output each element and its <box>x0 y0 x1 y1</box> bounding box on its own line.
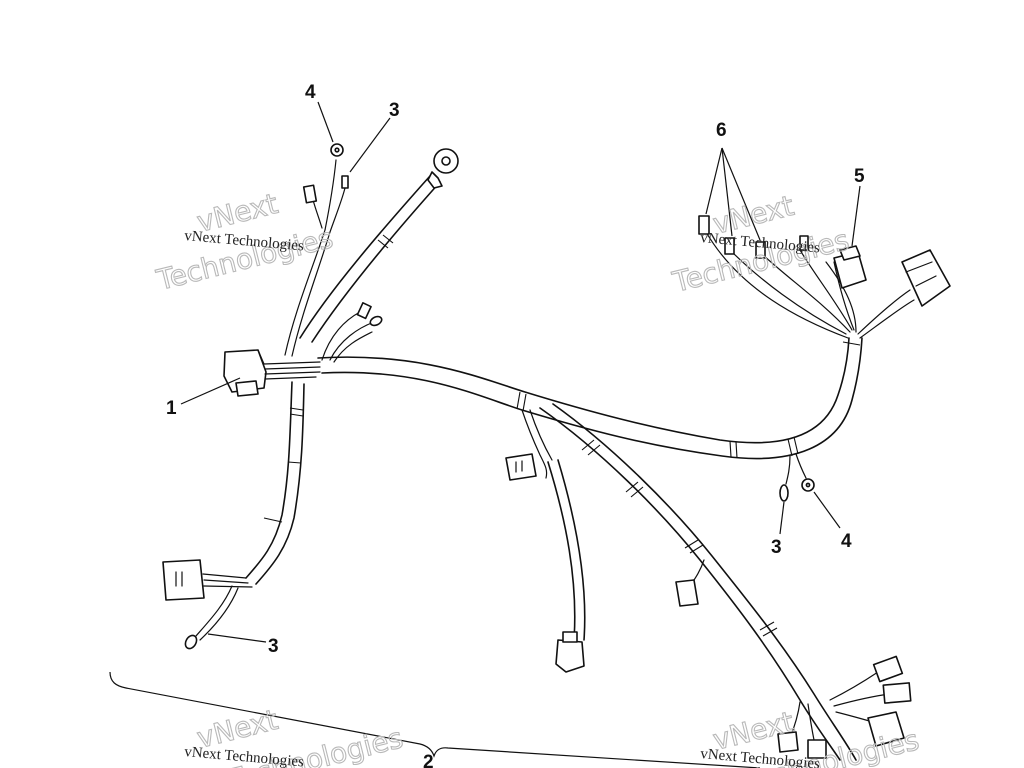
callout-4-right: 4 <box>841 531 852 552</box>
lower-right-branch <box>539 403 912 761</box>
callout-4-top: 4 <box>305 82 316 103</box>
callout-5: 5 <box>854 166 865 187</box>
callout-1: 1 <box>166 398 177 419</box>
callout-3-lower-left: 3 <box>268 636 279 657</box>
right-drop-wires <box>779 453 815 502</box>
lower-left-branch <box>162 381 305 650</box>
watermark-upper-right: vNext Technologies vNext Technologies <box>668 188 853 299</box>
bracket-2 <box>109 671 761 768</box>
callout-6: 6 <box>716 120 727 141</box>
middle-branches <box>505 409 586 673</box>
connector-1 <box>223 349 321 397</box>
callout-labels: 1 4 3 3 6 5 3 4 2 <box>166 82 865 768</box>
leader-lines <box>180 101 861 643</box>
callout-3-top: 3 <box>389 100 400 121</box>
watermark-upper-left: vNext Technologies vNext Technologies <box>152 186 337 297</box>
main-trunk <box>317 337 863 460</box>
callout-2: 2 <box>423 752 434 768</box>
callout-3-right: 3 <box>771 537 782 558</box>
watermark-small-text: vNext Technologies <box>184 744 305 768</box>
upper-right-fanout <box>698 215 951 339</box>
watermark-lower-left: vNext Technologies vNext Technologies <box>184 702 407 768</box>
upper-left-branches <box>284 143 459 363</box>
